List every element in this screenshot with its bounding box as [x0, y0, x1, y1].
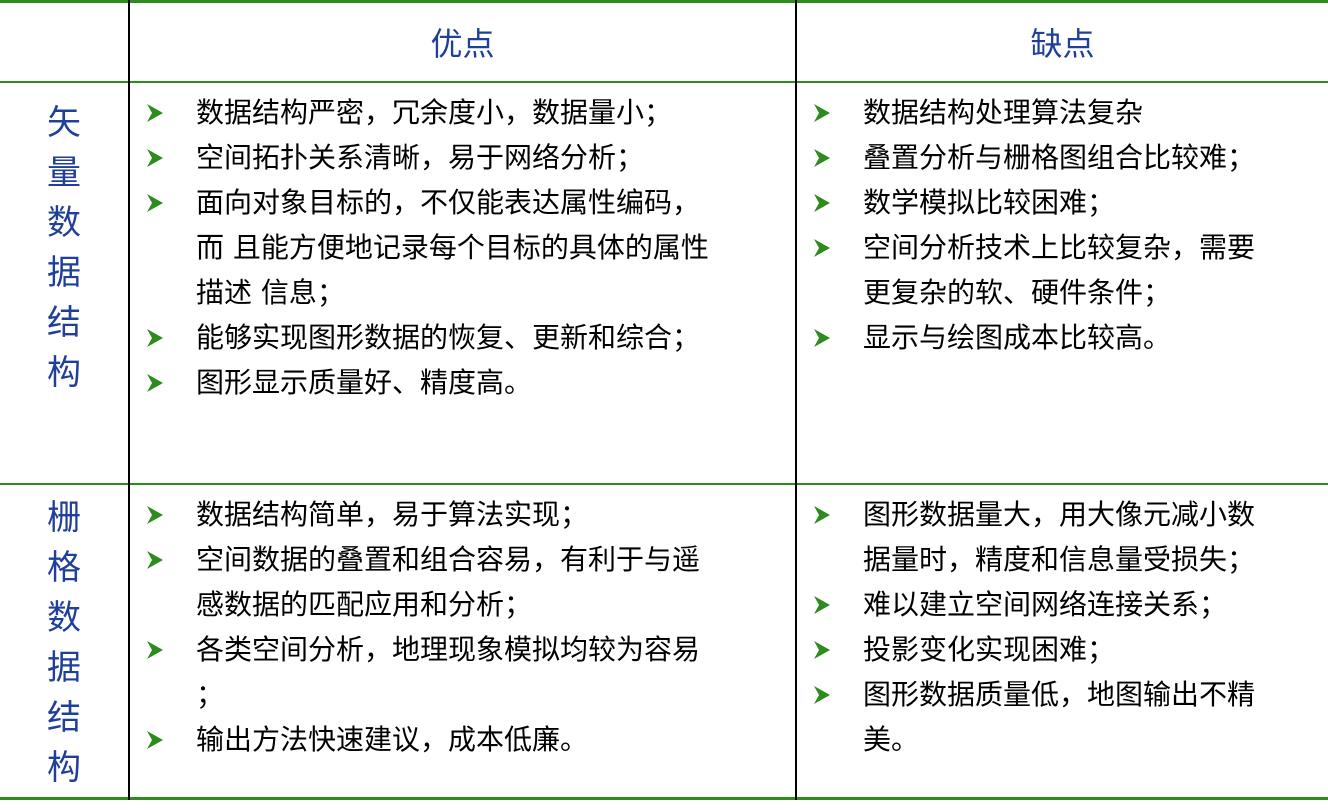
list-item: 图形显示质量好、精度高。	[130, 360, 790, 405]
row-label-char: 结	[47, 303, 81, 343]
list-item-text: 能够实现图形数据的恢复、更新和综合；	[196, 321, 701, 354]
list-item: 空间分析技术上比较复杂，需要 更复杂的软、硬件条件；	[797, 225, 1327, 315]
row-label-char: 格	[47, 548, 81, 588]
list-item-text: 面向对象目标的，不仅能表达属性编码， 而 且能方便地记录每个目标的具体的属性 描…	[196, 186, 709, 309]
list-item: 数据结构严密，冗余度小，数据量小；	[130, 90, 790, 135]
list-item: 输出方法快速建议，成本低廉。	[130, 717, 790, 762]
arrow-bullet-icon	[811, 672, 833, 717]
list-item: 难以建立空间网络连接关系；	[797, 582, 1327, 627]
list-item-text: 图形数据质量低，地图输出不精 美。	[863, 678, 1256, 756]
list-item-text: 图形数据量大，用大像元减小数 据量时，精度和信息量受损失；	[863, 498, 1256, 576]
row-label-char: 量	[47, 153, 81, 193]
arrow-bullet-icon	[811, 582, 833, 627]
list-item-text: 显示与绘图成本比较高。	[863, 321, 1172, 354]
list-item-text: 数学模拟比较困难；	[863, 186, 1116, 219]
list-item-text: 难以建立空间网络连接关系；	[863, 588, 1228, 621]
arrow-bullet-icon	[144, 717, 166, 762]
vector-pros-cell: 数据结构严密，冗余度小，数据量小； 空间拓扑关系清晰，易于网络分析； 面向对象目标的…	[130, 90, 790, 405]
arrow-bullet-icon	[144, 492, 166, 537]
list-item: 数据结构处理算法复杂	[797, 90, 1327, 135]
list-item: 叠置分析与栅格图组合比较难；	[797, 135, 1327, 180]
header-bottom-rule	[0, 81, 1328, 83]
row-label-char: 构	[47, 353, 81, 393]
list-item-text: 投影变化实现困难；	[863, 633, 1116, 666]
raster-cons-cell: 图形数据量大，用大像元减小数 据量时，精度和信息量受损失； 难以建立空间网络连接关…	[797, 492, 1327, 762]
list-item: 图形数据质量低，地图输出不精 美。	[797, 672, 1327, 762]
arrow-bullet-icon	[811, 492, 833, 537]
row-label-char: 栅	[47, 498, 81, 538]
row-label-char: 据	[47, 648, 81, 688]
row-label-raster: 栅格数据结构	[0, 493, 128, 793]
row-label-char: 数	[47, 598, 81, 638]
list-item-text: 空间数据的叠置和组合容易，有利于与遥 感数据的匹配应用和分析；	[196, 543, 701, 621]
list-item-text: 数据结构严密，冗余度小，数据量小；	[196, 96, 673, 129]
arrow-bullet-icon	[811, 225, 833, 270]
list-item-text: 空间分析技术上比较复杂，需要 更复杂的软、硬件条件；	[863, 231, 1256, 309]
row-label-char: 据	[47, 253, 81, 293]
arrow-bullet-icon	[811, 315, 833, 360]
arrow-bullet-icon	[144, 627, 166, 672]
column-divider-1	[128, 0, 130, 800]
arrow-bullet-icon	[144, 360, 166, 405]
list-item-text: 输出方法快速建议，成本低廉。	[196, 723, 589, 756]
list-item: 空间数据的叠置和组合容易，有利于与遥 感数据的匹配应用和分析；	[130, 537, 790, 627]
arrow-bullet-icon	[811, 627, 833, 672]
list-item-text: 空间拓扑关系清晰，易于网络分析；	[196, 141, 645, 174]
list-item-text: 数据结构简单，易于算法实现；	[196, 498, 589, 531]
arrow-bullet-icon	[144, 315, 166, 360]
list-item-text: 各类空间分析，地理现象模拟均较为容易 ；	[196, 633, 701, 711]
header-pros: 优点	[430, 25, 495, 63]
list-item-text: 数据结构处理算法复杂	[863, 96, 1144, 129]
column-divider-2	[795, 0, 797, 800]
row-label-char: 结	[47, 698, 81, 738]
arrow-bullet-icon	[811, 180, 833, 225]
list-item-text: 图形显示质量好、精度高。	[196, 366, 533, 399]
row-label-char: 数	[47, 203, 81, 243]
table-bottom-rule	[0, 797, 1328, 800]
table-top-rule	[0, 0, 1328, 3]
row-divider-rule	[0, 483, 1328, 485]
list-item-text: 叠置分析与栅格图组合比较难；	[863, 141, 1256, 174]
arrow-bullet-icon	[144, 537, 166, 582]
row-label-char: 构	[47, 748, 81, 788]
arrow-bullet-icon	[144, 90, 166, 135]
arrow-bullet-icon	[811, 135, 833, 180]
vector-cons-cell: 数据结构处理算法复杂叠置分析与栅格图组合比较难； 数学模拟比较困难； 空间分析技术上…	[797, 90, 1327, 360]
arrow-bullet-icon	[144, 180, 166, 225]
row-label-vector: 矢量数据结构	[0, 98, 128, 398]
row-label-char: 矢	[47, 103, 81, 143]
list-item: 图形数据量大，用大像元减小数 据量时，精度和信息量受损失；	[797, 492, 1327, 582]
list-item: 数学模拟比较困难；	[797, 180, 1327, 225]
header-cons: 缺点	[1030, 25, 1095, 63]
raster-pros-cell: 数据结构简单，易于算法实现； 空间数据的叠置和组合容易，有利于与遥 感数据的匹配应…	[130, 492, 790, 762]
list-item: 数据结构简单，易于算法实现；	[130, 492, 790, 537]
list-item: 显示与绘图成本比较高。	[797, 315, 1327, 360]
list-item: 投影变化实现困难；	[797, 627, 1327, 672]
list-item: 空间拓扑关系清晰，易于网络分析；	[130, 135, 790, 180]
list-item: 各类空间分析，地理现象模拟均较为容易 ；	[130, 627, 790, 717]
arrow-bullet-icon	[811, 90, 833, 135]
list-item: 能够实现图形数据的恢复、更新和综合；	[130, 315, 790, 360]
list-item: 面向对象目标的，不仅能表达属性编码， 而 且能方便地记录每个目标的具体的属性 描…	[130, 180, 790, 315]
arrow-bullet-icon	[144, 135, 166, 180]
